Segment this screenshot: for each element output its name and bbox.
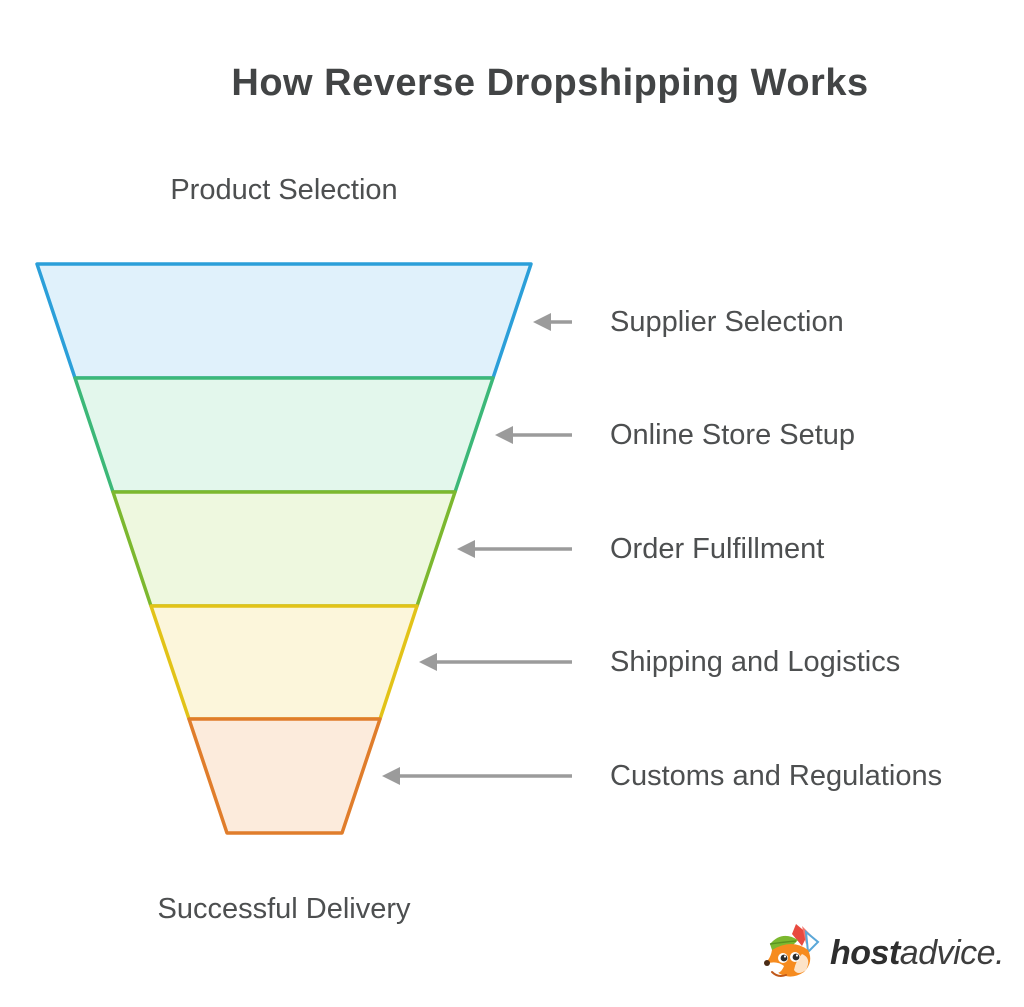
logo-bold-text: host <box>830 933 900 972</box>
arrow-order-fulfillment <box>457 540 572 558</box>
arrow-supplier-selection <box>533 313 572 331</box>
funnel-segment-supplier-selection <box>35 262 533 380</box>
funnel-segment-customs-regulations <box>187 717 382 835</box>
arrow-online-store-setup <box>495 426 572 444</box>
stage-label-customs-regulations: Customs and Regulations <box>610 760 943 792</box>
arrow-customs-regulations <box>382 767 572 785</box>
hostadvice-wordmark: hostadvice. <box>830 933 1005 973</box>
funnel-segment-order-fulfillment <box>111 490 457 608</box>
stage-label-online-store-setup: Online Store Setup <box>610 419 856 451</box>
stage-label-shipping-logistics: Shipping and Logistics <box>610 646 901 678</box>
stage-label-order-fulfillment: Order Fulfillment <box>610 533 825 565</box>
funnel-segment-online-store-setup <box>73 376 495 494</box>
funnel-segment-shipping-logistics <box>149 604 419 721</box>
page-title: How Reverse Dropshipping Works <box>231 62 869 104</box>
arrow-shipping-logistics <box>419 653 572 671</box>
funnel-top-label: Product Selection <box>170 174 398 206</box>
fox-mascot-icon <box>764 924 820 977</box>
stage-label-supplier-selection: Supplier Selection <box>610 306 844 338</box>
hostadvice-logo: hostadvice. <box>762 920 1005 986</box>
logo-light-text: advice. <box>899 933 1005 972</box>
funnel-bottom-label: Successful Delivery <box>157 893 411 925</box>
